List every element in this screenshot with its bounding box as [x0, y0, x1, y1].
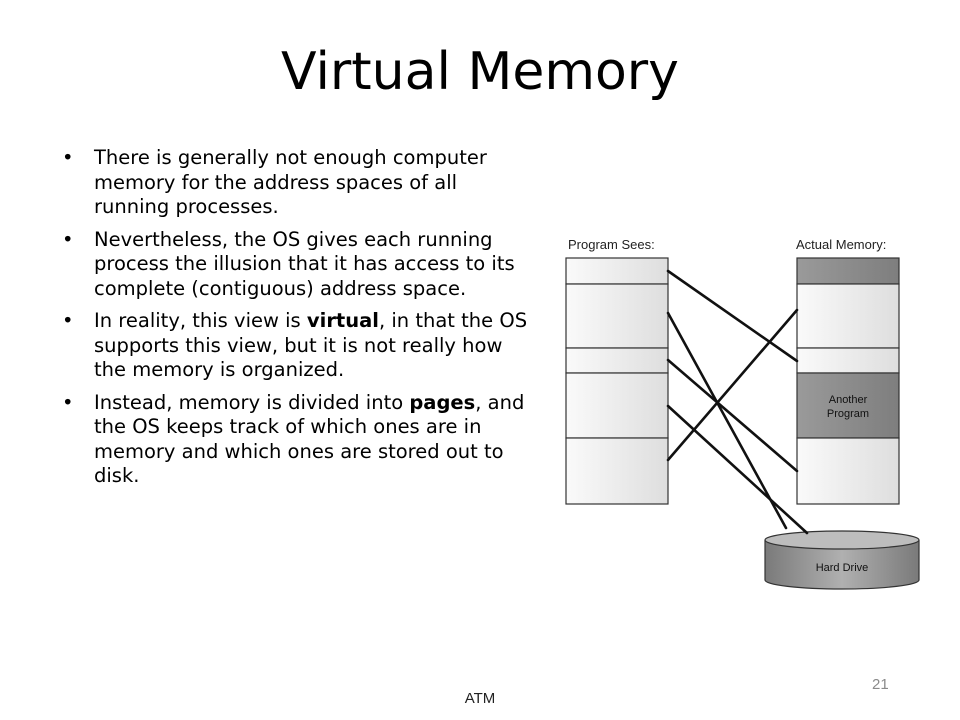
bullet-text: Instead, memory is divided into	[94, 390, 410, 414]
bullet-text: There is generally not enough computer m…	[94, 146, 487, 218]
bullet-item: There is generally not enough computer m…	[62, 146, 530, 220]
another-program-label: Another	[829, 394, 868, 406]
hard-drive-label: Hard Drive	[816, 562, 869, 574]
program-page	[565, 283, 669, 349]
page-number: 21	[872, 676, 889, 693]
actual-memory-column	[796, 257, 900, 505]
hard-drive-icon	[764, 530, 920, 590]
mapping-line	[666, 311, 788, 530]
memory-frame	[796, 437, 900, 505]
memory-frame	[796, 283, 900, 349]
bullet-item: In reality, this view is virtual, in tha…	[62, 309, 530, 383]
mapping-line	[666, 404, 809, 535]
slide-title: Virtual Memory	[281, 42, 679, 102]
memory-frame	[796, 347, 900, 374]
bullet-text: , and the OS keeps track of which ones a…	[94, 390, 525, 488]
bullet-text: , in that the OS supports this view, but…	[94, 309, 528, 381]
virtual-memory-diagram: Program Sees: Actual Memory: Another Pro…	[565, 237, 920, 590]
bullet-text: In reality, this view is	[94, 309, 307, 332]
program-page	[565, 437, 669, 505]
mapping-line	[666, 358, 799, 473]
program-page	[565, 347, 669, 374]
bullet-emphasis: pages	[409, 390, 476, 414]
bullet-emphasis: virtual	[306, 309, 379, 332]
bullet-list: There is generally not enough computer m…	[62, 146, 530, 497]
another-program-block	[796, 372, 900, 439]
program-page	[565, 257, 669, 285]
memory-frame	[796, 257, 900, 285]
mapping-line	[666, 269, 799, 363]
actual-memory-label: Actual Memory:	[796, 237, 886, 252]
program-sees-label: Program Sees:	[568, 237, 655, 252]
mapping-lines	[666, 269, 809, 535]
bullet-item: Nevertheless, the OS gives each running …	[62, 228, 530, 302]
program-pages-column	[565, 257, 669, 505]
another-program-label: Program	[827, 408, 869, 420]
footer-text: ATM	[464, 690, 496, 707]
mapping-line	[666, 308, 799, 462]
bullet-item: Instead, memory is divided into pages, a…	[62, 391, 530, 489]
program-page	[565, 372, 669, 439]
bullet-text: Nevertheless, the OS gives each running …	[94, 227, 515, 300]
